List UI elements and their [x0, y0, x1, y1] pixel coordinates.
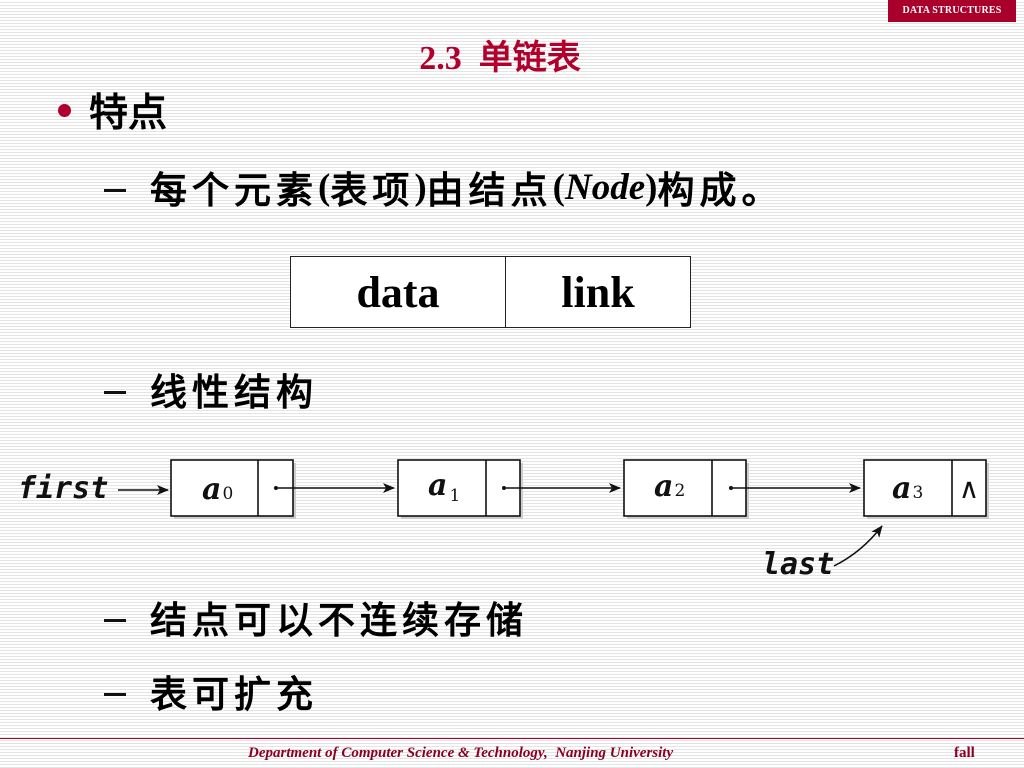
course-tag: DATA STRUCTURES: [888, 0, 1016, 22]
last-pointer-label: last: [762, 547, 834, 582]
svg-text:a0: a0: [202, 472, 233, 507]
dash-icon: [104, 692, 126, 696]
node-3-subscript: 3: [912, 483, 923, 503]
sub-item-noncontiguous: 结点可以不连续存储: [104, 590, 528, 644]
sub-paren-close: ): [414, 166, 427, 208]
sub-node-term: Node: [564, 166, 646, 208]
last-arrow: [833, 525, 883, 567]
sub-paren-open: (: [318, 166, 331, 208]
node-0-letter: a: [202, 472, 221, 507]
svg-text:a1: a1: [428, 468, 460, 506]
node-0-subscript: 0: [222, 484, 233, 504]
sub-item-label: 结点可以不连续存储: [150, 598, 528, 642]
dash-icon: [104, 618, 126, 622]
sub-node-open: (: [552, 166, 565, 208]
node-structure-table: data link: [290, 256, 691, 328]
footer-term: fall: [954, 745, 975, 761]
first-pointer-label: first: [18, 471, 108, 506]
svg-text:a3: a3: [892, 471, 923, 506]
sub-text-before: 每个元素: [150, 168, 318, 212]
list-node-2: a2: [623, 459, 749, 519]
node-data-field: data: [291, 257, 506, 327]
slide-title: 2.3 单链表: [419, 40, 581, 77]
node-2-subscript: 2: [674, 481, 685, 501]
sub-item-label: 表可扩充: [150, 672, 318, 716]
sub-item-extendable: 表可扩充: [104, 664, 318, 718]
svg-text:a2: a2: [654, 469, 685, 504]
sub-text-tail: 构成。: [657, 168, 784, 212]
sub-text-mid: 表项: [330, 168, 415, 212]
list-node-0: a0: [170, 459, 296, 519]
footer-department: Department of Computer Science & Technol…: [248, 745, 674, 761]
null-pointer-symbol: ∧: [959, 472, 980, 505]
node-1-letter: a: [428, 468, 447, 503]
dash-icon: [104, 390, 126, 394]
sub-item-label: 线性结构: [150, 370, 318, 414]
sub-node-close: ): [645, 166, 658, 208]
bullet-label: 特点: [89, 90, 168, 136]
bullet-dot-icon: [58, 103, 71, 117]
dash-icon: [104, 188, 126, 192]
sub-item-node-composition: 每个元素(表项)由结点(Node)构成。: [104, 160, 783, 214]
sub-item-linear-structure: 线性结构: [104, 362, 318, 416]
node-3-letter: a: [892, 471, 911, 506]
node-1-subscript: 1: [449, 486, 460, 506]
sub-text-after: 由结点: [426, 168, 553, 212]
list-node-3: a3 ∧: [863, 459, 989, 519]
footer-divider: [0, 738, 1024, 739]
node-link-field: link: [561, 267, 635, 317]
bullet-features: 特点: [58, 82, 167, 138]
node-2-letter: a: [654, 469, 673, 504]
